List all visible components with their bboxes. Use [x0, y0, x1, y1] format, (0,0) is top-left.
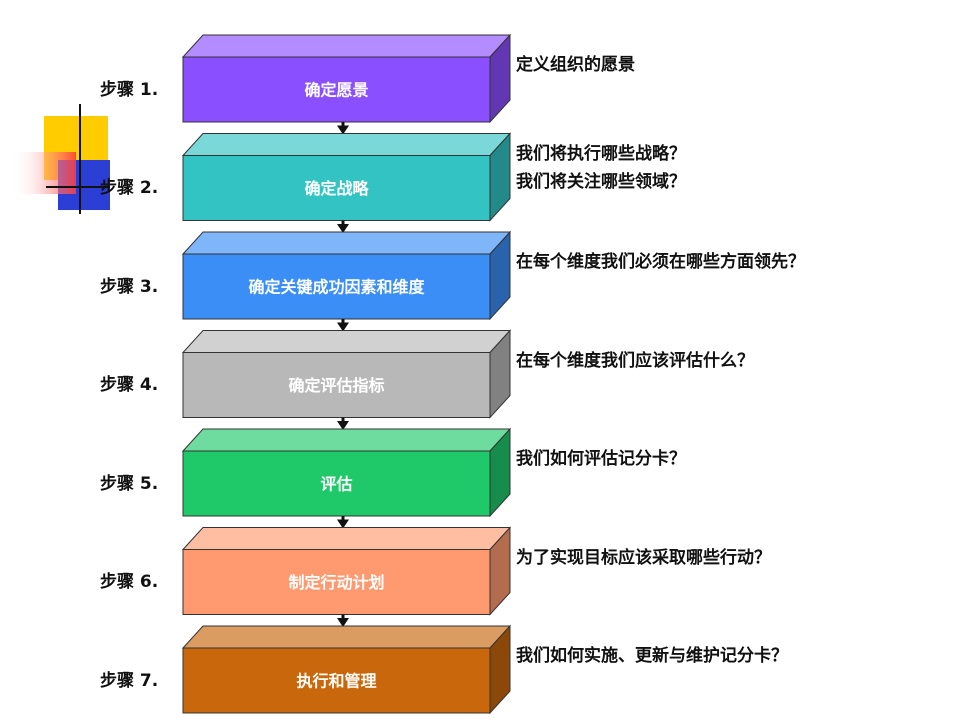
- step-box-text: 确定愿景: [304, 81, 368, 100]
- step-arrow: [337, 516, 349, 529]
- step-label: 步骤 5.: [100, 473, 159, 494]
- step-box-3: 确定关键成功因素和维度: [181, 230, 512, 321]
- step-box-front-face: [182, 56, 491, 123]
- step-box-text: 确定关键成功因素和维度: [248, 278, 425, 297]
- step-arrow-head: [337, 224, 349, 233]
- step-box-front-face: [182, 450, 491, 517]
- step-box-top-face: [181, 231, 512, 255]
- step-question-group: 在每个维度我们必须在哪些方面领先？: [516, 248, 946, 276]
- step-box-text: 确定战略: [304, 179, 369, 198]
- step-arrow-head: [337, 421, 349, 430]
- step-arrow: [337, 614, 349, 627]
- step-label: 步骤 4.: [100, 375, 159, 395]
- step-box-front-face: [182, 155, 491, 221]
- step-box-4: 确定评估指标: [181, 329, 512, 419]
- step-question-group: 为了实现目标应该采取哪些行动？: [516, 544, 946, 572]
- step-box-top-face: [181, 133, 512, 156]
- step-box-front-face: [182, 352, 491, 418]
- step-box-5: 评估: [181, 427, 512, 518]
- step-box-top-face: [181, 625, 512, 649]
- step-box-front-face: [182, 549, 491, 615]
- step-box-text: 确定评估指标: [288, 376, 384, 395]
- step-box-1: 确定愿景: [181, 33, 512, 124]
- step-question: 在每个维度我们必须在哪些方面领先？: [516, 252, 805, 272]
- step-label: 步骤 1.: [100, 79, 159, 100]
- step-box-text: 执行和管理: [296, 672, 376, 691]
- step-arrow: [337, 220, 349, 233]
- step-box-7: 执行和管理: [181, 624, 512, 715]
- step-question: 我们将关注哪些领域？: [516, 171, 686, 192]
- step-label: 步骤 2.: [100, 178, 159, 198]
- step-box-2: 确定战略: [181, 132, 512, 222]
- step-question-group: 定义组织的愿景: [516, 51, 946, 79]
- step-box-front-face: [182, 647, 491, 714]
- step-arrow-head: [337, 322, 349, 332]
- step-question: 为了实现目标应该采取哪些行动？: [516, 547, 771, 568]
- step-box-top-face: [181, 428, 512, 452]
- step-box-6: 制定行动计划: [181, 526, 512, 616]
- step-box-text: 制定行动计划: [288, 573, 384, 592]
- step-question-group: 我们如何评估记分卡？: [516, 445, 946, 473]
- step-question-group: 在每个维度我们应该评估什么？: [516, 347, 946, 375]
- step-box-front-face: [182, 253, 491, 320]
- step-label: 步骤 6.: [100, 572, 159, 592]
- step-question: 我们如何实施、更新与维护记分卡？: [516, 646, 788, 666]
- step-question: 定义组织的愿景: [516, 55, 635, 75]
- step-box-top-face: [181, 34, 512, 58]
- step-label: 步骤 3.: [100, 276, 159, 297]
- step-question: 在每个维度我们应该评估什么？: [516, 350, 754, 371]
- step-box-text: 评估: [320, 475, 352, 494]
- step-label: 步骤 7.: [100, 670, 159, 691]
- step-question: 我们如何评估记分卡？: [516, 449, 686, 469]
- step-question-group: 我们将执行哪些战略？ 我们将关注哪些领域？: [516, 140, 946, 196]
- step-arrow-head: [337, 519, 349, 529]
- step-box-top-face: [181, 330, 512, 353]
- step-arrow: [337, 122, 349, 135]
- step-question: 我们将执行哪些战略？: [516, 143, 686, 164]
- step-arrow: [337, 319, 349, 332]
- step-question-group: 我们如何实施、更新与维护记分卡？: [516, 642, 946, 670]
- step-arrow-head: [337, 125, 349, 135]
- step-box-top-face: [181, 527, 512, 550]
- step-arrow: [337, 417, 349, 430]
- step-arrow-head: [337, 618, 349, 627]
